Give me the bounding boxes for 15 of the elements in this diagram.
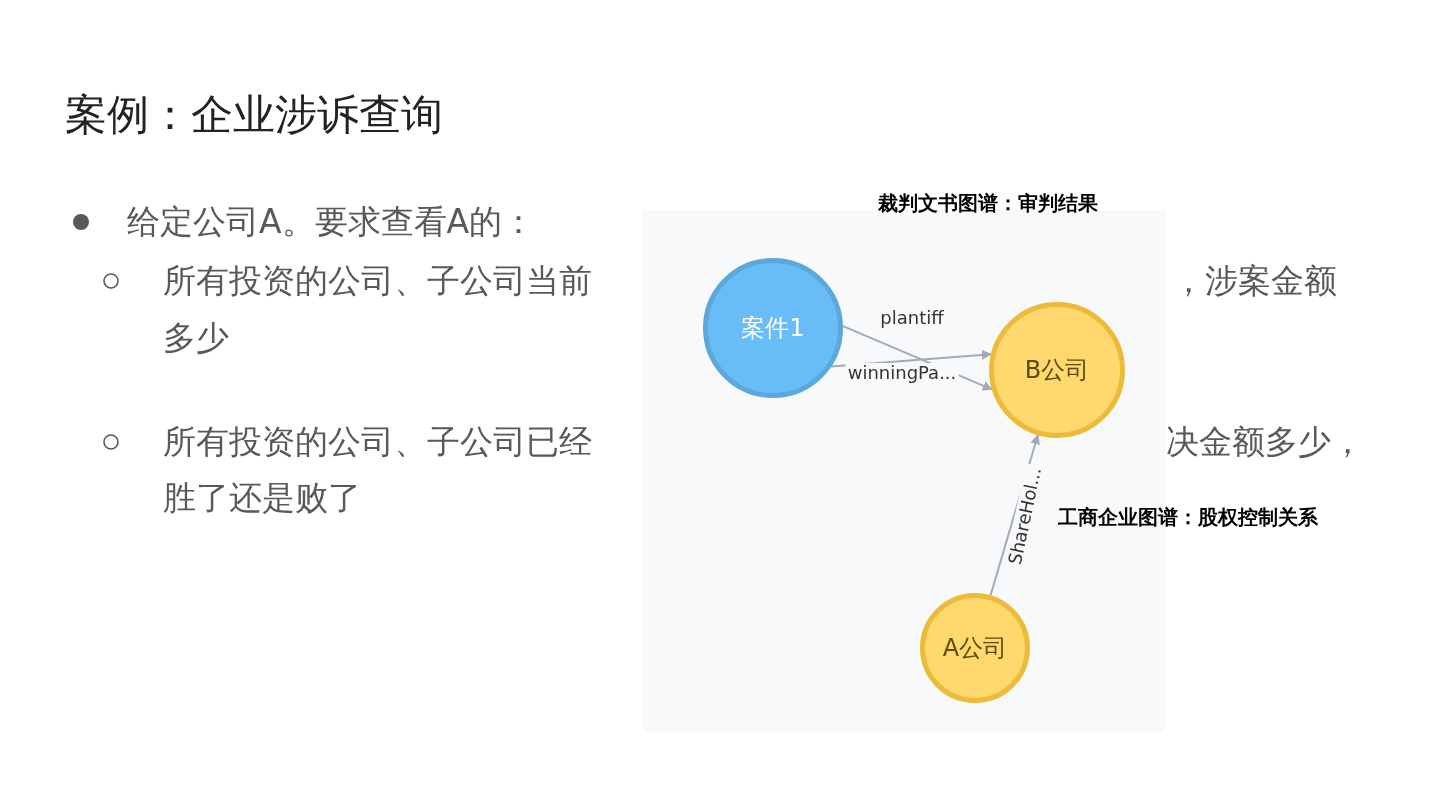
bullet-text: 多少 xyxy=(163,318,229,358)
graph-node: 案件1 xyxy=(703,258,843,398)
bullet-text: 所有投资的公司、子公司当前 xyxy=(163,261,592,301)
graph-node: A公司 xyxy=(920,593,1030,703)
bullet-text: ，涉案金额 xyxy=(1172,261,1337,301)
graph-node: B公司 xyxy=(989,302,1125,438)
edge-label: plantiff xyxy=(878,308,946,328)
slide-title: 案例：企业涉诉查询 xyxy=(65,90,443,140)
bullet-text: 所有投资的公司、子公司已经 xyxy=(163,422,592,462)
bullet-text: 给定公司A。要求查看A的： xyxy=(127,202,536,242)
graph-caption: 裁判文书图谱：审判结果 xyxy=(878,191,1098,215)
bullet-text: 胜了还是败了 xyxy=(163,478,361,518)
bullet-text: 决金额多少， xyxy=(1166,422,1364,462)
edge-label: winningPa... xyxy=(845,363,959,383)
graph-caption: 工商企业图谱：股权控制关系 xyxy=(1058,505,1318,529)
